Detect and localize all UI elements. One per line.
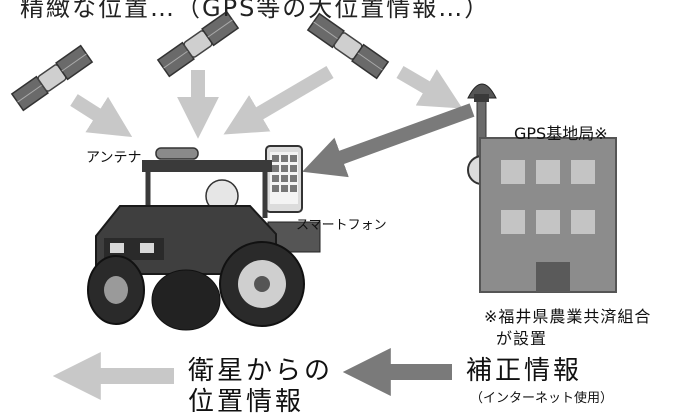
tractor-icon bbox=[87, 147, 321, 331]
note-line-1: ※福井県農業共済組合 bbox=[484, 307, 652, 326]
antenna-label: アンテナ bbox=[86, 150, 142, 166]
satellite-info-label-2: 位置情報 bbox=[188, 387, 305, 417]
smartphone-icon bbox=[265, 145, 303, 213]
building-icon bbox=[479, 137, 617, 293]
note-line-2: が設置 bbox=[496, 329, 548, 348]
correction-info-label: 補正情報 bbox=[466, 356, 583, 386]
smartphone-label: スマートフォン bbox=[296, 218, 387, 233]
gps-base-station-label: GPS基地局※ bbox=[514, 124, 608, 143]
header-title-partial: 精緻な位置…（GPS等の大位置情報…） bbox=[20, 0, 491, 22]
gps-diagram bbox=[10, 10, 617, 400]
satellite-icon-3 bbox=[306, 12, 390, 80]
satellite-signal-arrows bbox=[70, 65, 463, 139]
correction-info-sublabel: （インターネット使用） bbox=[470, 391, 614, 406]
correction-signal-arrow bbox=[302, 103, 475, 178]
satellite-icon-2 bbox=[156, 10, 240, 78]
satellite-info-label-1: 衛星からの bbox=[188, 356, 334, 386]
satellite-icon-1 bbox=[10, 44, 94, 112]
